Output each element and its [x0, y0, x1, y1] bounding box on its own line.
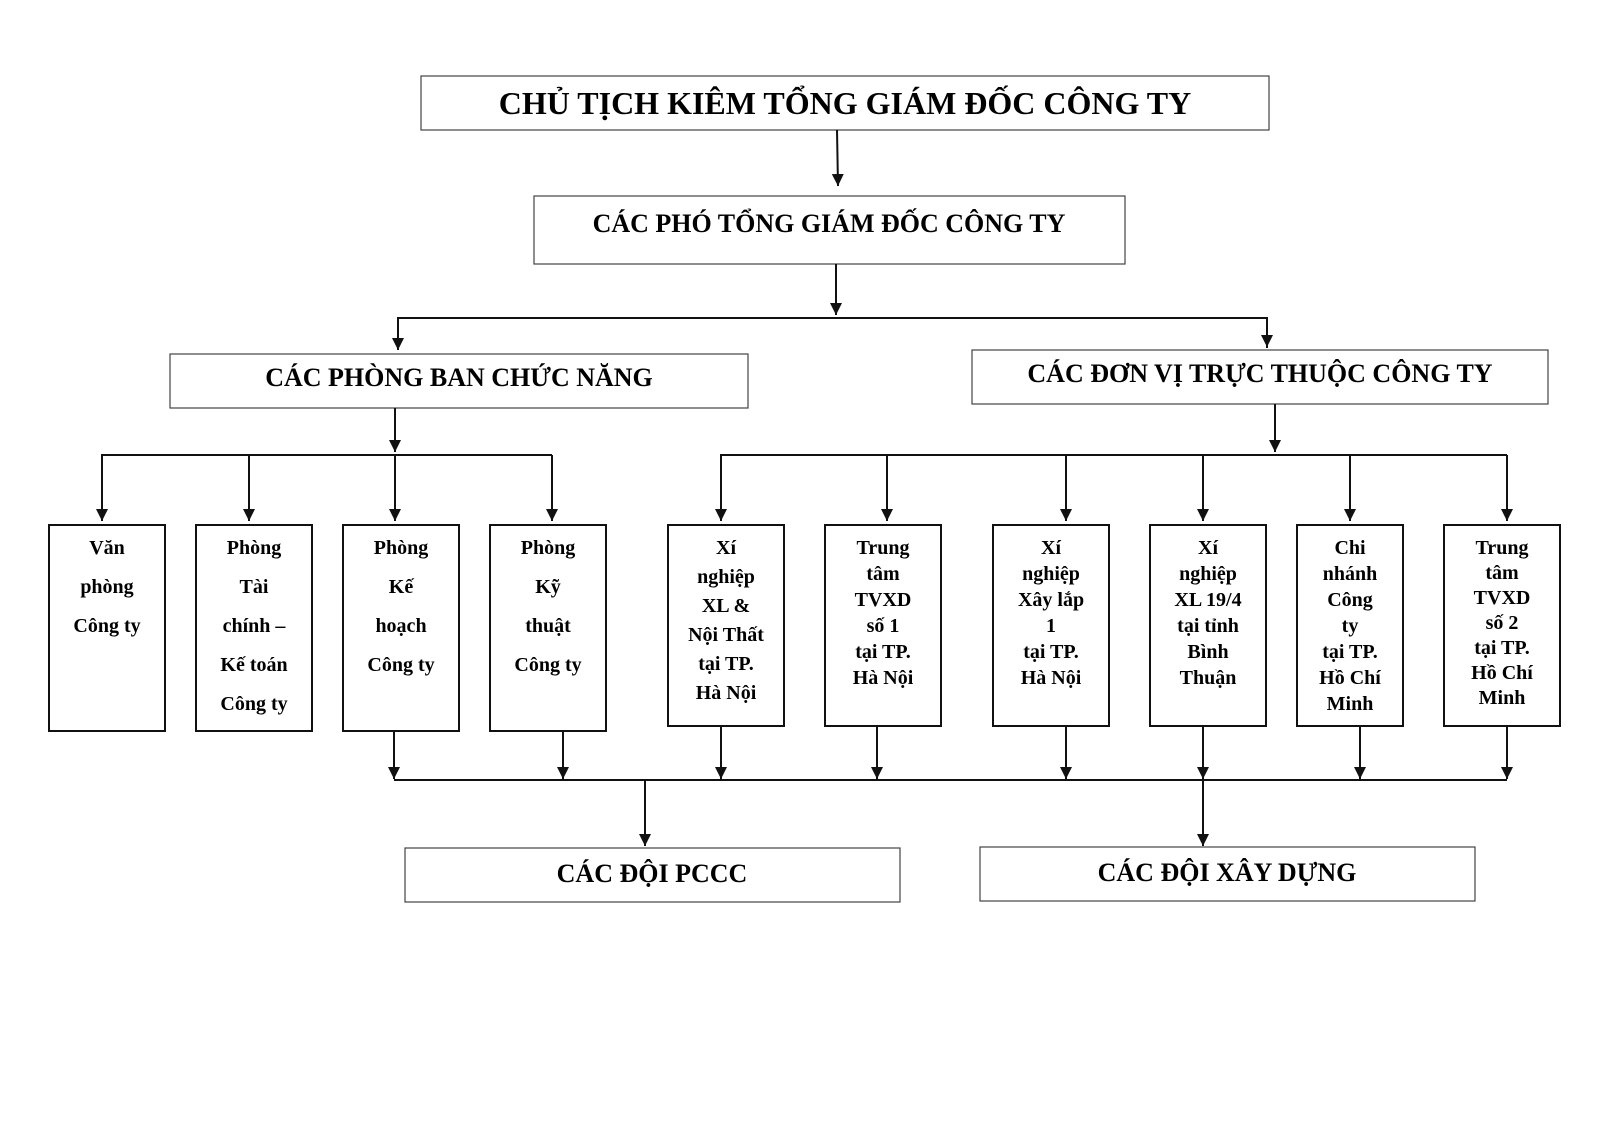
unit-label-line: Bình — [1187, 641, 1228, 663]
connector-branch2-units — [715, 404, 1513, 521]
unit-box — [195, 524, 313, 732]
unit-label-line: số 2 — [1486, 612, 1519, 634]
unit-label-line: Kế toán — [220, 654, 287, 676]
unit-label-line: Công — [1327, 589, 1373, 611]
unit-label-line: Minh — [1479, 687, 1526, 709]
branch-label: CÁC ĐƠN VỊ TRỰC THUỘC CÔNG TY — [1027, 359, 1492, 388]
unit-label-line: tâm — [1485, 562, 1519, 584]
unit-label-line: Phòng — [227, 537, 281, 559]
unit-label-line: Trung — [857, 537, 910, 559]
unit-label-line: tâm — [866, 563, 900, 585]
connector-bus-teams — [639, 780, 1209, 846]
unit-box — [489, 524, 607, 732]
unit-label-line: phòng — [80, 576, 133, 598]
unit-label-line: Xí — [716, 537, 736, 559]
unit-label-line: Phòng — [374, 537, 428, 559]
unit-label-line: nhánh — [1323, 563, 1378, 585]
team-label: CÁC ĐỘI XÂY DỰNG — [1098, 858, 1357, 887]
unit-label-line: 1 — [1046, 615, 1056, 637]
unit-label-line: tại TP. — [1474, 637, 1530, 659]
unit-label-line: nghiệp — [1179, 563, 1237, 585]
branch-functional-departments: CÁC PHÒNG BAN CHỨC NĂNG — [169, 353, 749, 409]
unit-label-line: Hà Nội — [696, 682, 757, 704]
unit-box — [1149, 524, 1267, 727]
connector-deputy-branches — [392, 264, 1273, 350]
unit-label-line: Tài — [240, 576, 269, 598]
branch-label: CÁC PHÒNG BAN CHỨC NĂNG — [265, 363, 653, 392]
unit-label-line: chính – — [223, 615, 287, 637]
unit-label-line: Công ty — [367, 654, 434, 676]
unit-label-line: ty — [1342, 615, 1359, 637]
unit-label-line: Nội Thất — [688, 624, 764, 646]
team-fire-protection: CÁC ĐỘI PCCC — [404, 847, 901, 903]
unit-label-line: Phòng — [521, 537, 575, 559]
unit-label-line: Công ty — [514, 654, 581, 676]
unit-label-line: Minh — [1327, 693, 1374, 715]
unit-label-line: nghiệp — [697, 566, 755, 588]
unit-label-line: Xí — [1198, 537, 1218, 559]
unit-box — [1443, 524, 1561, 727]
unit-label-line: tại TP. — [698, 653, 754, 675]
unit-label-line: tại TP. — [855, 641, 911, 663]
unit-box — [1296, 524, 1404, 727]
unit-label-line: hoạch — [375, 615, 426, 637]
unit-label-line: XL 19/4 — [1174, 589, 1241, 611]
unit-label-line: Xây lắp — [1018, 589, 1084, 611]
ceo-node: CHỦ TỊCH KIÊM TỔNG GIÁM ĐỐC CÔNG TY — [420, 75, 1270, 131]
connector-branch1-units — [96, 408, 558, 521]
unit-label-line: Xí — [1041, 537, 1061, 559]
unit-label-line: TVXD — [855, 589, 912, 611]
unit-label-line: Kỹ — [535, 576, 561, 598]
affiliate-unit-node: Xí nghiệp XL & Nội Thất tại TP. Hà Nội — [667, 524, 785, 727]
deputy-node: CÁC PHÓ TỔNG GIÁM ĐỐC CÔNG TY — [533, 195, 1126, 265]
unit-label-line: TVXD — [1474, 587, 1531, 609]
unit-label-line: tại tỉnh — [1177, 615, 1239, 637]
unit-label-line: Trung — [1476, 537, 1529, 559]
unit-label-line: Kế — [389, 576, 415, 598]
unit-label-line: XL & — [702, 595, 750, 617]
unit-label-line: Hồ Chí — [1471, 662, 1533, 684]
unit-label-line: tại TP. — [1023, 641, 1079, 663]
ceo-label: CHỦ TỊCH KIÊM TỔNG GIÁM ĐỐC CÔNG TY — [499, 85, 1192, 121]
unit-label-line: Hà Nội — [1021, 667, 1082, 689]
unit-box — [342, 524, 460, 732]
unit-label-line: Chi — [1334, 537, 1366, 559]
team-construction: CÁC ĐỘI XÂY DỰNG — [979, 846, 1476, 902]
unit-label-line: tại TP. — [1322, 641, 1378, 663]
unit-label-line: số 1 — [867, 615, 900, 637]
unit-label-line: Hà Nội — [853, 667, 914, 689]
connector-ceo-deputy — [831, 129, 844, 187]
unit-label-line: thuật — [525, 615, 571, 637]
unit-label-line: Thuận — [1180, 667, 1237, 689]
unit-label-line: Công ty — [220, 693, 287, 715]
unit-label-line: Hồ Chí — [1319, 667, 1381, 689]
unit-label-line: Văn — [89, 537, 125, 559]
unit-box — [824, 524, 942, 727]
unit-label-line: nghiệp — [1022, 563, 1080, 585]
unit-box — [48, 524, 166, 732]
team-label: CÁC ĐỘI PCCC — [557, 859, 748, 888]
unit-box — [992, 524, 1110, 727]
unit-box — [667, 524, 785, 727]
unit-label-line: Công ty — [73, 615, 140, 637]
branch-affiliated-units: CÁC ĐƠN VỊ TRỰC THUỘC CÔNG TY — [971, 349, 1549, 405]
connector-units-bus — [388, 726, 1513, 781]
deputy-label: CÁC PHÓ TỔNG GIÁM ĐỐC CÔNG TY — [593, 209, 1066, 238]
